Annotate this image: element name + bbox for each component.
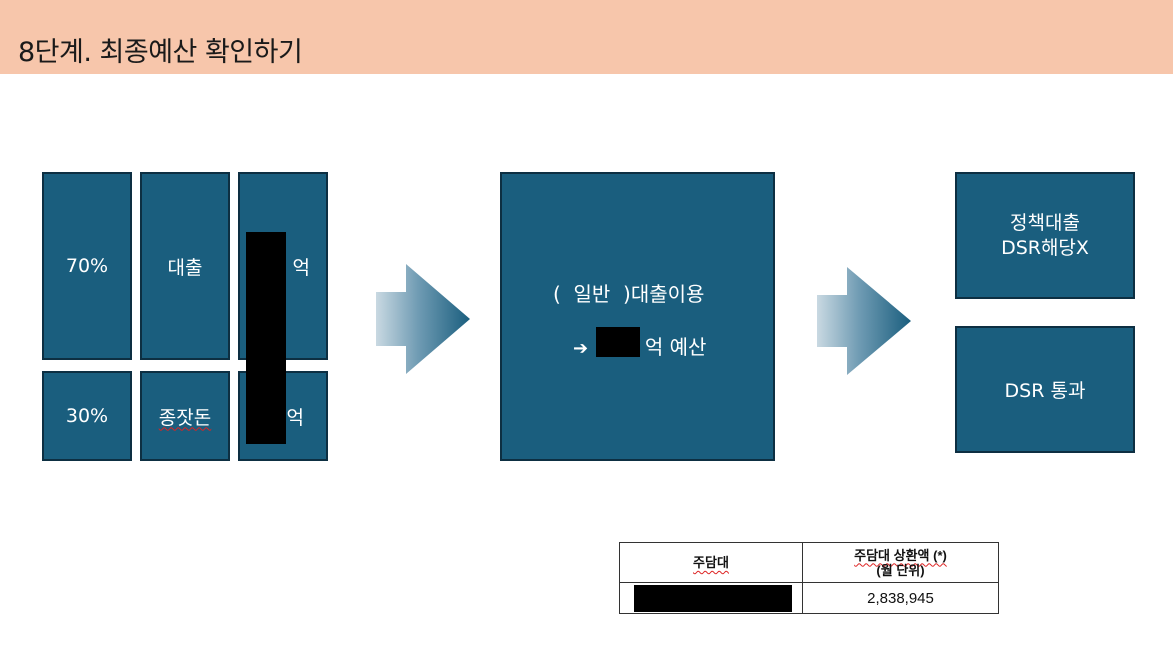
loan-label-box: 대출 (140, 172, 230, 360)
dsr-pass-label: DSR 통과 (1004, 380, 1086, 402)
policy-loan-box: 정책대출 DSR해당X (955, 172, 1135, 299)
ratio-70-label: 70% (65, 255, 109, 277)
monthly-repayment-cell: 2,838,945 (802, 582, 999, 614)
loan-usage-box (500, 172, 775, 461)
seed-money-label-box: 종잣돈 (140, 371, 230, 461)
right-arrow-icon: ➔ (573, 338, 589, 359)
monthly-repayment-header: 주담대 상환액 (*) (월 단위) (802, 542, 999, 583)
mortgage-value-cell (619, 582, 803, 614)
redacted-budget (596, 327, 640, 357)
policy-loan-line2: DSR해당X (1001, 236, 1089, 259)
repayment-table: 주담대 주담대 상환액 (*) (월 단위) 2,838,945 (619, 542, 999, 614)
budget-line: ➔ 억 예산 (573, 331, 706, 360)
loan-label: 대출 (167, 256, 203, 279)
loan-amount-unit: 억 (292, 256, 310, 279)
seed-money-amount-unit: 억 (286, 406, 304, 429)
ratio-70-box: 70% (42, 172, 132, 360)
page-title: 8단계. 최종예산 확인하기 (18, 37, 303, 68)
table-header-row: 주담대 주담대 상환액 (*) (월 단위) (619, 542, 999, 583)
seed-money-label: 종잣돈 (158, 406, 212, 429)
section-header: 8단계. 최종예산 확인하기 (0, 0, 1173, 74)
mortgage-header: 주담대 (619, 542, 803, 583)
redacted-mortgage (634, 585, 792, 612)
ratio-30-box: 30% (42, 371, 132, 461)
flow-arrow-2 (817, 267, 911, 375)
loan-type-line: ( 일반 )대출이용 (553, 282, 705, 306)
dsr-pass-box: DSR 통과 (955, 326, 1135, 453)
ratio-30-label: 30% (65, 405, 109, 427)
table-row: 2,838,945 (619, 582, 999, 614)
redacted-amounts (246, 232, 286, 444)
budget-suffix: 억 예산 (644, 335, 707, 359)
flow-arrow-1 (376, 264, 470, 374)
policy-loan-line1: 정책대출 (1010, 211, 1080, 234)
